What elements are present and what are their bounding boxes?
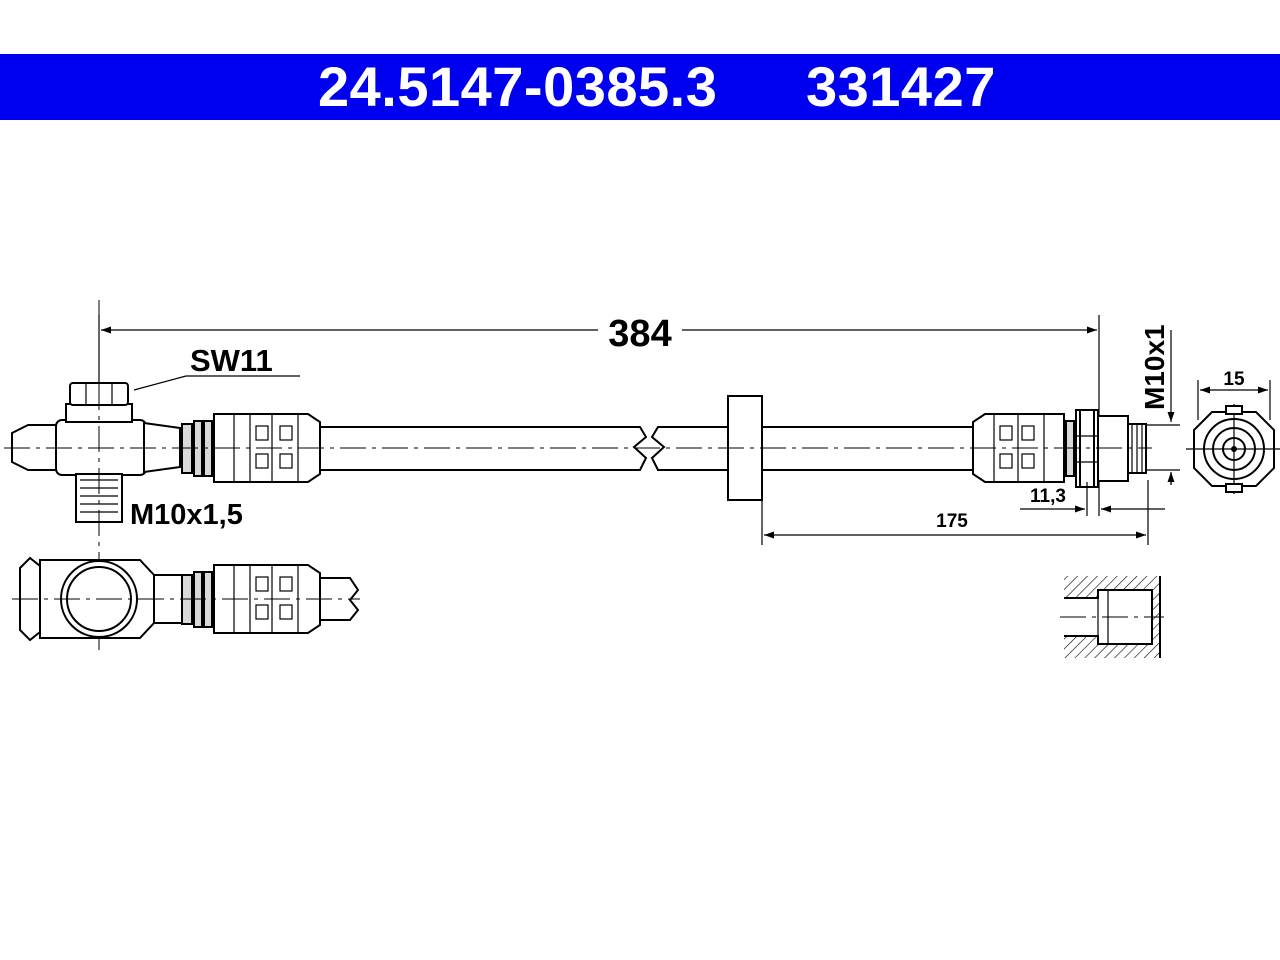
fitting-length-dimension: 11,3 [1020,482,1165,516]
part-number: 24.5147-0385.3 [318,55,718,118]
overall-length-label: 384 [608,313,671,355]
bracket-offset-dimension: 175 [761,480,1149,545]
right-thread-label: M10x1 [1139,324,1170,410]
wrench-size-callout: SW11 [133,343,300,391]
end-view: 15 [1186,369,1280,494]
right-thread-dimension: M10x1 [1139,324,1180,485]
bracket-offset-label: 175 [936,511,968,532]
end-width-label: 15 [1223,369,1245,390]
overall-length-dimension: 384 [98,313,1100,420]
fitting-length-label: 11,3 [1030,486,1066,507]
left-thread-label: M10x1,5 [130,499,243,531]
wrench-size-label: SW11 [190,343,273,378]
title-bar: 24.5147-0385.3 331427 [0,54,1280,120]
reference-number: 331427 [806,55,996,118]
port-section-detail [1060,576,1164,658]
